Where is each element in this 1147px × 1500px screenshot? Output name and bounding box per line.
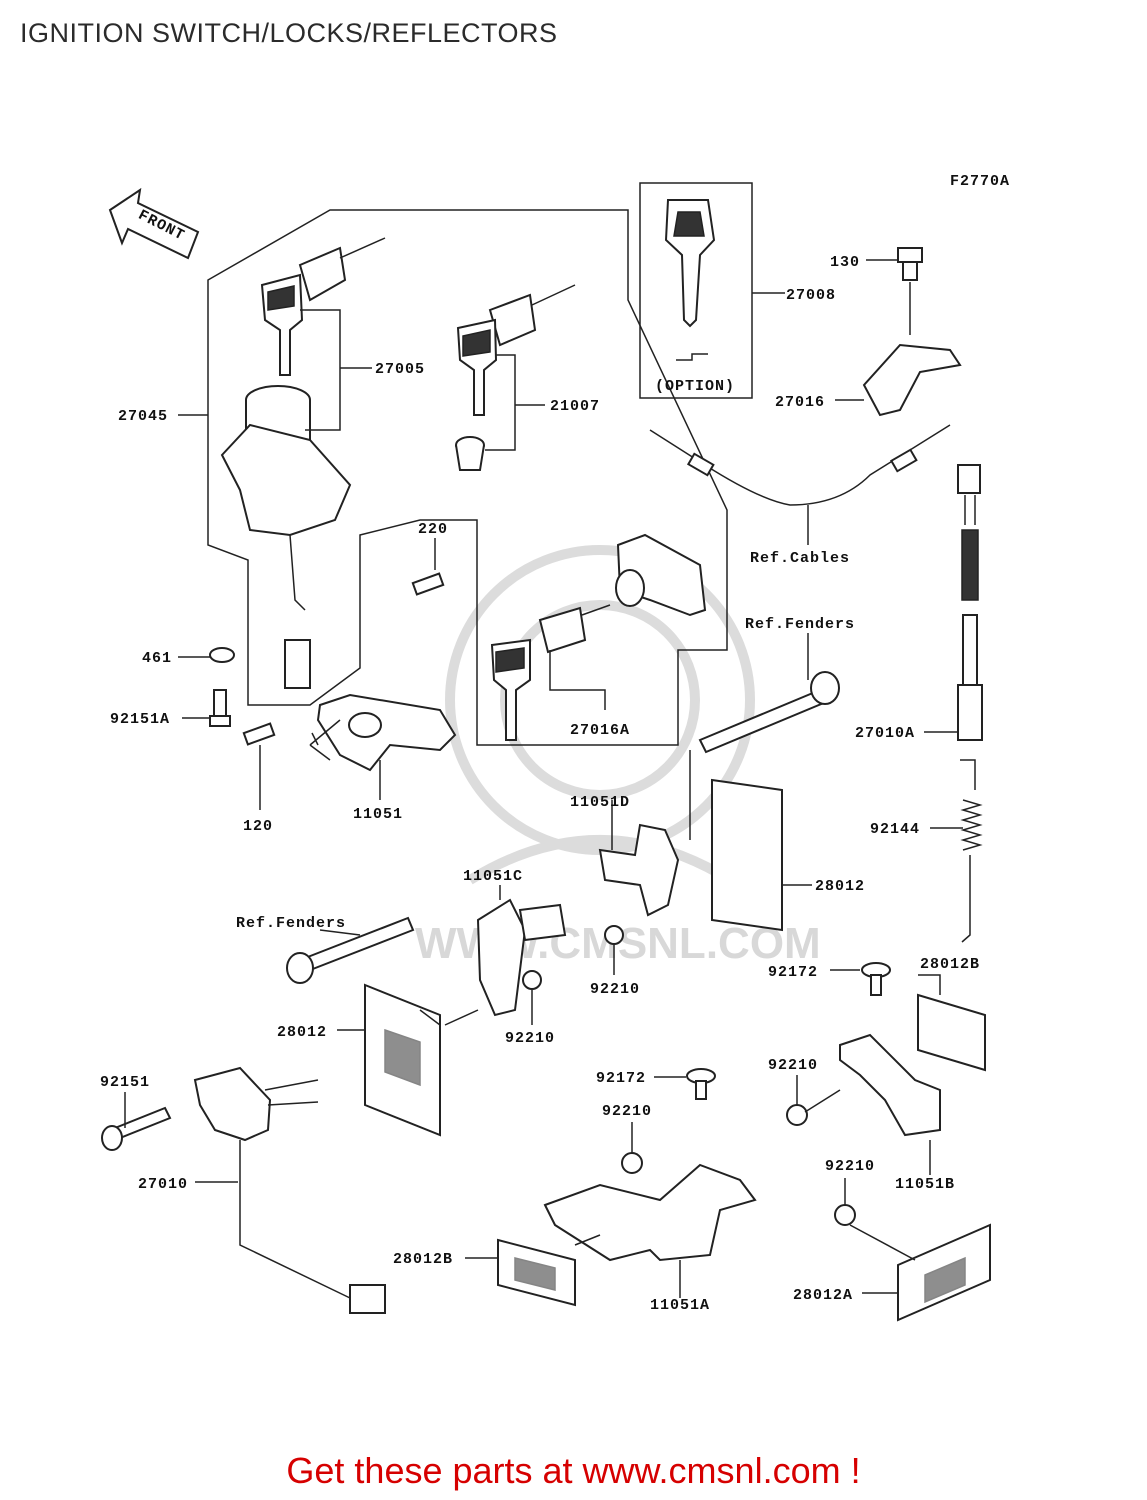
- bracket-27016: [862, 343, 962, 417]
- part-labels: 130 27008 27016 27005 21007 27045 Ref.Ca…: [100, 254, 980, 1314]
- reflector-28012B-left: [497, 1238, 576, 1307]
- label-27045: 27045: [118, 408, 168, 425]
- footer-link[interactable]: Get these parts at www.cmsnl.com !: [286, 1450, 861, 1491]
- figure-id: F2770A: [950, 173, 1010, 190]
- bolt-130: [897, 247, 923, 281]
- leader-lines: [124, 259, 963, 1298]
- long-bolt-lower: [286, 916, 415, 984]
- switch-27010A: [957, 464, 983, 741]
- label-11051C: 11051C: [463, 868, 523, 885]
- label-28012B-lower: 28012B: [393, 1251, 453, 1268]
- reflector-28012-right: [711, 778, 783, 932]
- long-bolt-upper: [698, 671, 840, 754]
- label-120: 120: [243, 818, 273, 835]
- label-92210-a: 92210: [590, 981, 640, 998]
- spring-92144: [960, 759, 983, 943]
- label-220: 220: [418, 521, 448, 538]
- label-130: 130: [830, 254, 860, 271]
- bracket-11051C: [476, 898, 567, 1017]
- label-92144: 92144: [870, 821, 920, 838]
- label-21007: 21007: [550, 398, 600, 415]
- bolt-92151: [101, 1106, 172, 1151]
- nut-92210-a: [604, 925, 624, 945]
- label-11051: 11051: [353, 806, 403, 823]
- seat-lock-27016A: [490, 533, 707, 741]
- nut-92210-e: [834, 1204, 856, 1226]
- screw-220: [411, 572, 445, 596]
- label-92172-a: 92172: [768, 964, 818, 981]
- keys-27005: [260, 237, 386, 376]
- label-28012B-upper: 28012B: [920, 956, 980, 973]
- page-title: IGNITION SWITCH/LOCKS/REFLECTORS: [20, 18, 558, 48]
- assembly-outline: [207, 209, 728, 746]
- label-27008: 27008: [786, 287, 836, 304]
- label-461: 461: [142, 650, 172, 667]
- label-27005: 27005: [375, 361, 425, 378]
- nut-92210-d: [621, 1152, 643, 1174]
- reflector-28012B-right: [917, 993, 986, 1072]
- bolt-92151A: [209, 689, 231, 727]
- label-92210-d: 92210: [602, 1103, 652, 1120]
- screw-92172-a: [861, 962, 891, 996]
- label-28012A: 28012A: [793, 1287, 853, 1304]
- washer-461: [209, 647, 235, 663]
- screw-92172-b: [686, 1068, 716, 1100]
- label-28012-left: 28012: [277, 1024, 327, 1041]
- label-92172-b: 92172: [596, 1070, 646, 1087]
- ignition-switch-27045: [220, 385, 352, 689]
- label-ref-cables: Ref.Cables: [750, 550, 850, 567]
- front-arrow-icon: FRONT: [108, 187, 200, 260]
- bracket-11051D: [598, 823, 680, 917]
- label-92210-e: 92210: [825, 1158, 875, 1175]
- reflector-28012-left: [364, 983, 441, 1137]
- nut-92210-b: [522, 970, 542, 990]
- bracket-11051B: [839, 1033, 941, 1137]
- label-27016A: 27016A: [570, 722, 630, 739]
- label-ref-fenders-upper: Ref.Fenders: [745, 616, 855, 633]
- label-11051A: 11051A: [650, 1297, 710, 1314]
- label-92151A: 92151A: [110, 711, 170, 728]
- label-92210-b: 92210: [505, 1030, 555, 1047]
- parts-diagram: WWW.CMSNL.COM FRONT F2770A (OPTION): [100, 173, 1010, 1322]
- reflector-28012A: [897, 1223, 991, 1322]
- bracket-11051: [316, 693, 457, 772]
- keys-21007: [455, 284, 576, 471]
- bracket-11051A: [543, 1163, 757, 1262]
- nut-92210-c: [786, 1104, 808, 1126]
- screw-120: [242, 722, 276, 746]
- option-label: (OPTION): [655, 378, 735, 395]
- ref-cables-line: [649, 424, 951, 506]
- label-11051D: 11051D: [570, 794, 630, 811]
- label-92210-c: 92210: [768, 1057, 818, 1074]
- switch-27010: [193, 1066, 386, 1314]
- label-27016: 27016: [775, 394, 825, 411]
- label-92151: 92151: [100, 1074, 150, 1091]
- label-11051B: 11051B: [895, 1176, 955, 1193]
- label-27010: 27010: [138, 1176, 188, 1193]
- optional-key-27008: (OPTION): [639, 182, 753, 399]
- label-ref-fenders-lower: Ref.Fenders: [236, 915, 346, 932]
- label-28012-right: 28012: [815, 878, 865, 895]
- label-27010A: 27010A: [855, 725, 915, 742]
